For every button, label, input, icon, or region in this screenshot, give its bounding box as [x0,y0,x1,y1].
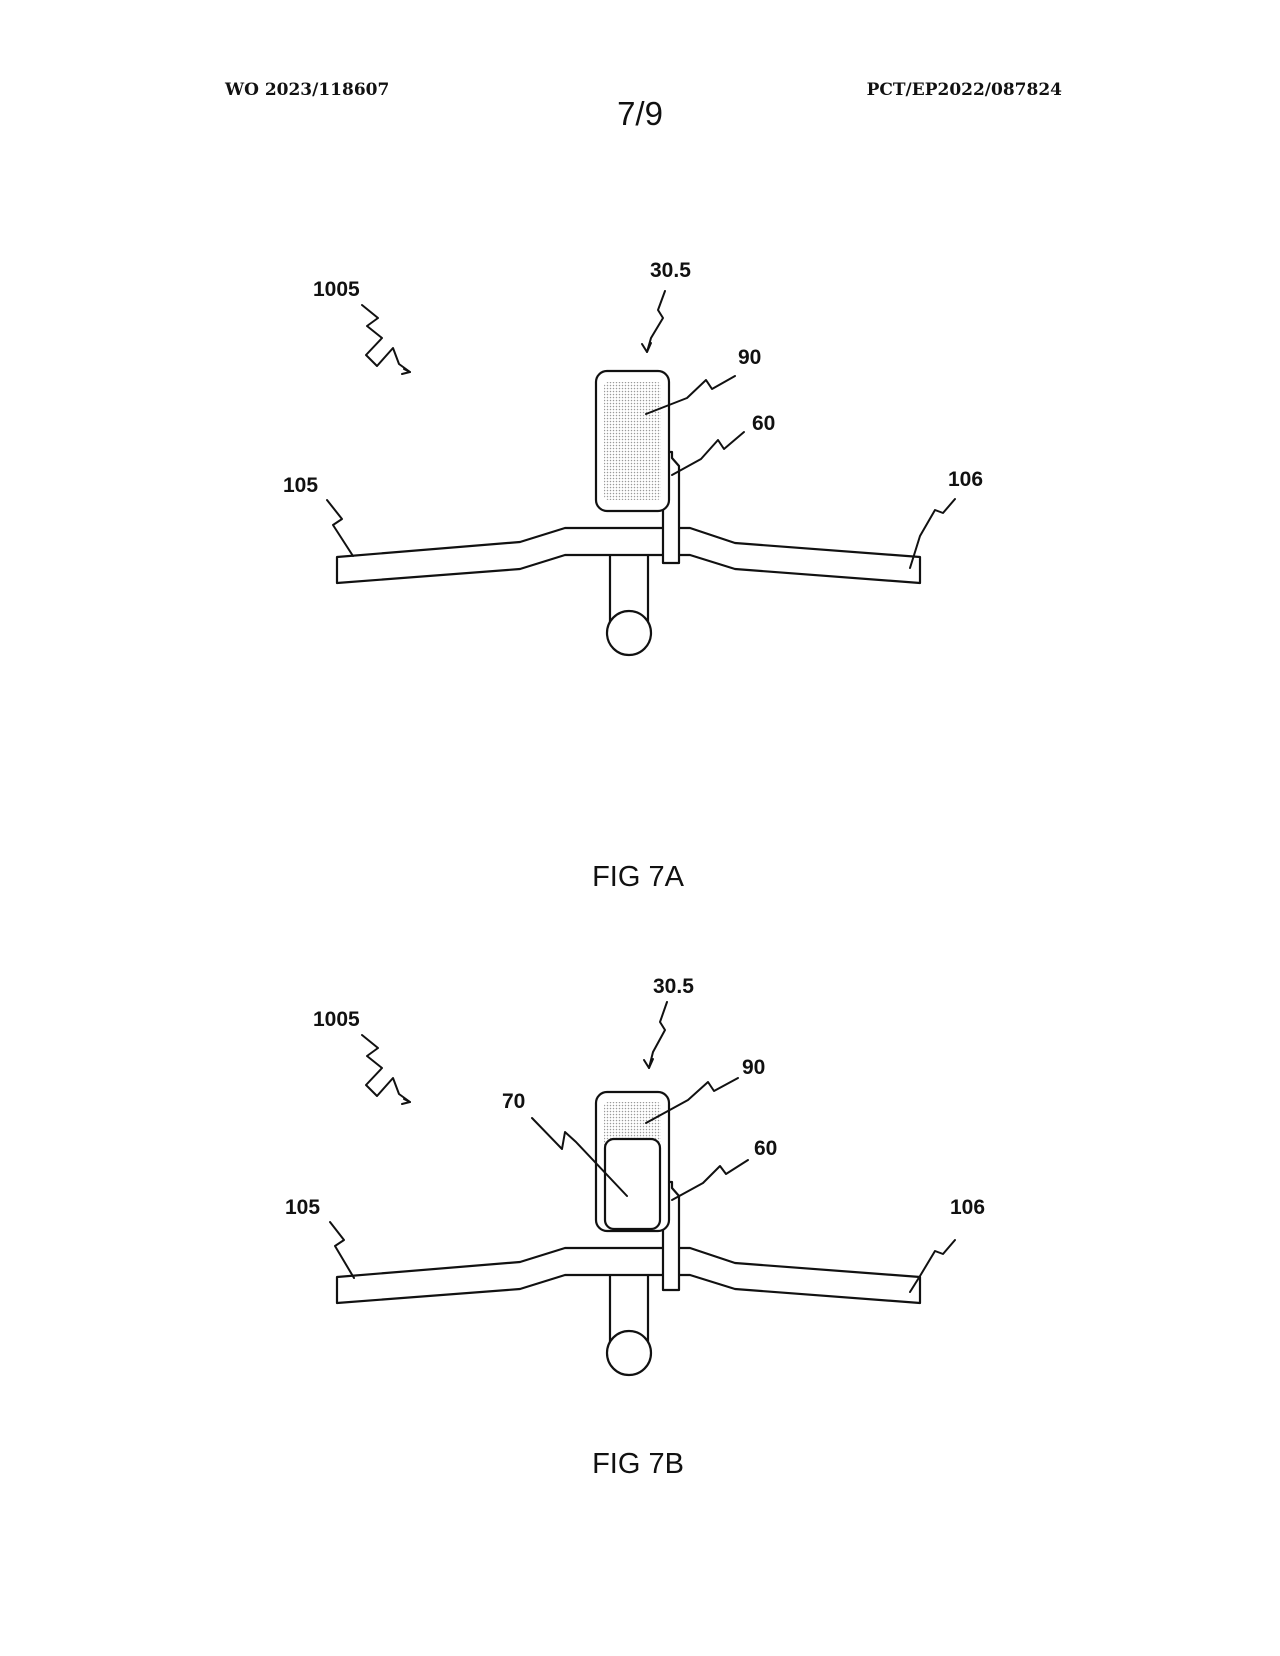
figure-7a: 1005 30.5 90 60 105 106 FIG 7A [283,259,983,893]
label-106: 106 [948,468,983,491]
label-1005: 1005 [313,278,360,301]
caption-fig-7b: FIG 7B [592,1448,684,1480]
publication-number: WO 2023/118607 [225,80,390,100]
steerer-tube [605,1329,653,1377]
label-90: 90 [738,346,761,369]
label-105: 105 [283,474,318,497]
caption-fig-7a: FIG 7A [592,861,685,893]
leader-106 [909,1239,956,1293]
application-number: PCT/EP2022/087824 [866,80,1062,100]
label-70: 70 [502,1090,525,1113]
leader-105 [329,1221,355,1279]
label-106: 106 [950,1196,985,1219]
handlebar [335,1246,922,1305]
leader-60 [671,431,745,476]
label-1005: 1005 [313,1008,360,1031]
label-60: 60 [754,1137,777,1160]
label-30-5: 30.5 [650,259,691,282]
stem [605,1275,653,1377]
leader-105 [326,499,354,557]
stem [605,555,653,657]
leader-30-5 [648,1001,668,1069]
sheet-number: 7/9 [617,95,663,132]
leader-1005 [361,304,411,373]
leader-60 [671,1159,749,1201]
leader-1005 [361,1034,411,1103]
leader-70 [531,1117,628,1197]
label-105: 105 [285,1196,320,1219]
leader-30-5 [646,290,666,353]
figure-7b: 1005 30.5 90 70 60 105 106 FIG 7B [285,975,985,1480]
steerer-tube [605,609,653,657]
label-60: 60 [752,412,775,435]
handlebar [335,526,922,585]
insert-70 [603,1137,662,1231]
leader-90 [645,1077,739,1124]
leader-90 [645,375,736,415]
fill-90 [604,382,661,500]
leader-106 [909,498,956,569]
label-30-5: 30.5 [653,975,694,998]
label-90: 90 [742,1056,765,1079]
